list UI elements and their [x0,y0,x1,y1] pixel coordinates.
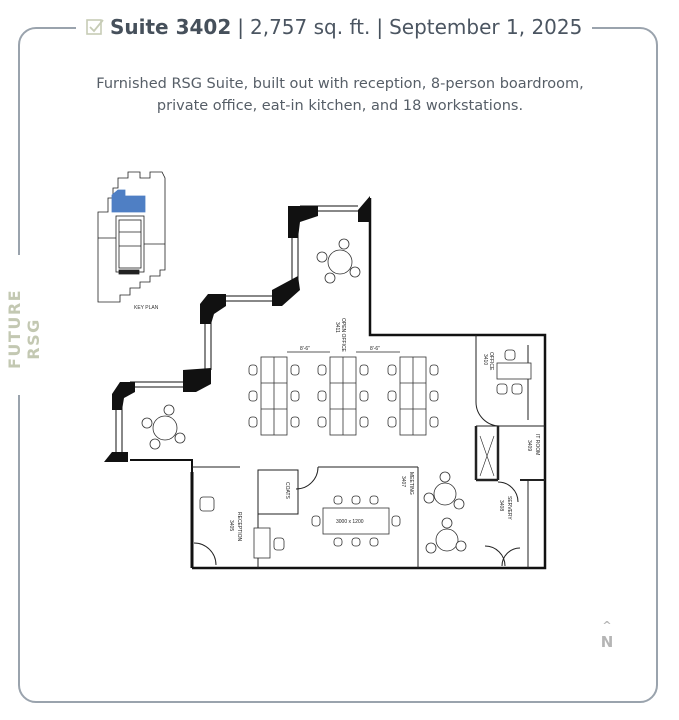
checkbox-icon [86,19,104,35]
svg-text:8'-6": 8'-6" [370,346,380,352]
workstations [248,356,439,436]
room-labels: OPEN OFFICE 3411 OFFICE 3410 IT ROOM 340… [228,318,540,542]
svg-text:IT ROOM: IT ROOM [534,434,540,455]
svg-text:3409: 3409 [526,440,532,451]
svg-text:3410: 3410 [482,354,488,365]
separator: | [237,15,244,39]
svg-text:3000 x 1200: 3000 x 1200 [336,519,364,525]
suite-description: Furnished RSG Suite, built out with rece… [96,76,584,114]
suite-number: Suite 3402 [110,15,232,39]
header-title: Suite 3402 | 2,757 sq. ft. | September 1… [76,10,593,44]
key-plan: KEY PLAN [97,171,166,311]
svg-text:COATS: COATS [284,482,290,500]
round-tables [141,238,467,554]
interior-walls [192,335,545,568]
svg-text:RECEPTION: RECEPTION [236,512,242,542]
svg-text:OFFICE: OFFICE [488,352,494,371]
north-label: N [600,633,614,651]
availability-date: September 1, 2025 [389,15,583,39]
svg-text:MEETING: MEETING [408,472,414,495]
furniture [199,349,532,559]
boardroom-table: 3000 x 1200 [311,495,401,547]
svg-text:8'-6": 8'-6" [300,346,310,352]
svg-text:3411: 3411 [334,322,340,333]
columns [104,196,370,462]
svg-text:SERVERY: SERVERY [506,496,512,520]
suite-area: 2,757 sq. ft. [250,15,371,39]
svg-text:3405: 3405 [228,520,234,531]
svg-text:3407: 3407 [400,476,406,487]
north-arrow-icon: ^ [602,619,612,632]
svg-text:OPEN OFFICE: OPEN OFFICE [340,318,346,353]
svg-text:3408: 3408 [498,500,504,511]
dimension-lines: 8'-6" 8'-6" [287,346,400,353]
north-arrow: ^ N [597,618,617,650]
key-plan-label: KEY PLAN [134,305,159,311]
separator: | [376,15,384,39]
